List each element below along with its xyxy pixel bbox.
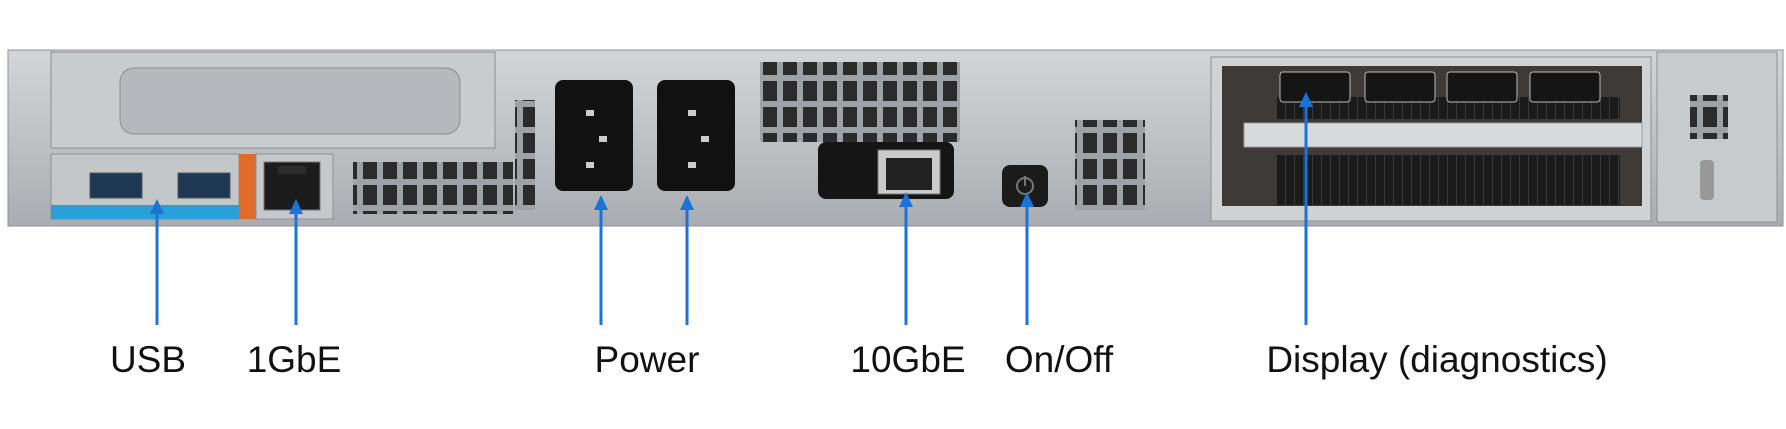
display-arrow <box>1299 92 1313 325</box>
power-arrow-2 <box>594 195 608 325</box>
usb-port <box>177 172 231 199</box>
display-label: Display (diagnostics) <box>1266 339 1607 380</box>
lan-strip <box>239 154 256 219</box>
1gbe-label: 1GbE <box>247 339 342 380</box>
displayport <box>1279 71 1351 103</box>
power-button <box>1002 165 1048 207</box>
vent-grid <box>760 62 960 142</box>
displayport <box>1529 71 1601 103</box>
1gbe-arrow <box>289 199 303 325</box>
10gbe-label: 10GbE <box>850 339 965 380</box>
10gbe-arrow <box>899 192 913 325</box>
power-label: Power <box>595 339 700 380</box>
empty-riser-bracket <box>50 51 496 149</box>
power-arrow-1 <box>680 195 694 325</box>
power-socket-1 <box>657 80 735 191</box>
onoff-arrow <box>1020 192 1034 325</box>
gpu-card <box>1210 56 1652 222</box>
displayport <box>1446 71 1518 103</box>
vent-grid <box>353 162 513 214</box>
vent-slots <box>515 100 535 210</box>
power-socket-2 <box>555 80 633 191</box>
rack-ear <box>1656 51 1778 223</box>
vent-grid <box>1075 120 1145 210</box>
usb-label: USB <box>110 339 186 380</box>
10gbe-port <box>818 142 954 199</box>
onoff-label: On/Off <box>1005 339 1114 380</box>
usb-arrow <box>150 199 164 325</box>
displayport <box>1364 71 1436 103</box>
usb-ports <box>50 153 240 220</box>
usb-port <box>89 172 143 199</box>
